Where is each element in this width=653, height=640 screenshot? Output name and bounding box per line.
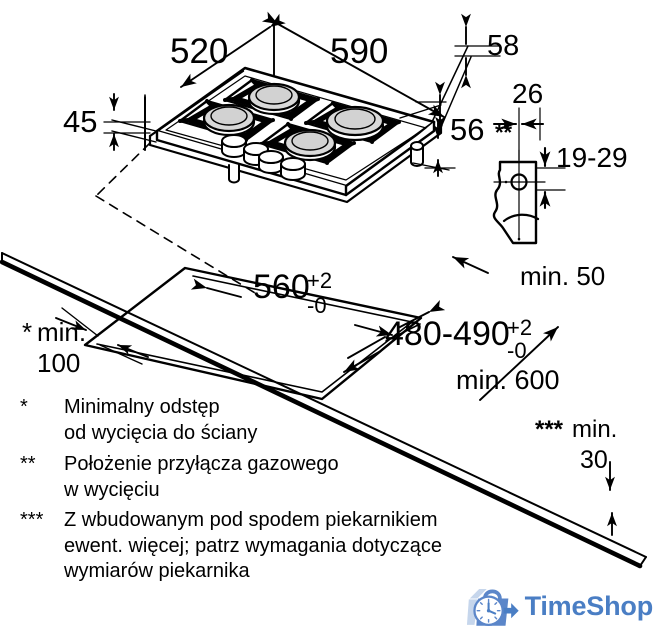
dim-56: 56 (450, 112, 484, 147)
svg-text:min.: min. (572, 416, 617, 443)
svg-text:-0: -0 (307, 293, 327, 318)
svg-text:*: * (22, 317, 32, 347)
svg-text:30: 30 (580, 446, 608, 474)
svg-text:-0: -0 (507, 338, 527, 363)
dim-wall-clearance: * min. 100 (22, 317, 86, 378)
control-knobs (221, 134, 306, 181)
worktop (0, 142, 647, 569)
svg-text:560: 560 (253, 268, 310, 306)
svg-text:***: *** (535, 416, 564, 443)
svg-text:+2: +2 (307, 268, 332, 293)
dim-26: 26 (512, 78, 543, 109)
shopping-bag-clock-icon (466, 589, 519, 626)
dim-cutout-depth: 480-490 +2 -0 (385, 315, 532, 363)
svg-text:100: 100 (37, 348, 80, 378)
dim-45: 45 (63, 104, 97, 139)
svg-text:+2: +2 (507, 315, 532, 340)
watermark-logo: TimeShop (466, 578, 653, 634)
dimension-lines-hob (103, 11, 501, 177)
svg-text:min.: min. (37, 317, 86, 347)
dim-min-50: min. 50 (520, 261, 605, 291)
dim-bottom-clearance: *** min. 30 (535, 416, 617, 474)
dim-590: 590 (330, 32, 388, 71)
dim-58: 58 (487, 30, 519, 62)
gas-connection-detail (492, 107, 566, 245)
dim-19-29: 19-29 (556, 142, 628, 173)
dim-cutout-width: 560 +2 -0 (253, 268, 332, 318)
svg-text:480-490: 480-490 (385, 315, 510, 353)
mounting-clips (228, 141, 424, 184)
dim-gas-marker: ** (495, 120, 513, 145)
dim-min-600: min. 600 (456, 365, 560, 395)
dim-520: 520 (170, 32, 228, 71)
dimension-lines-worktop (55, 256, 617, 536)
watermark-brand: TimeShop (524, 590, 653, 621)
